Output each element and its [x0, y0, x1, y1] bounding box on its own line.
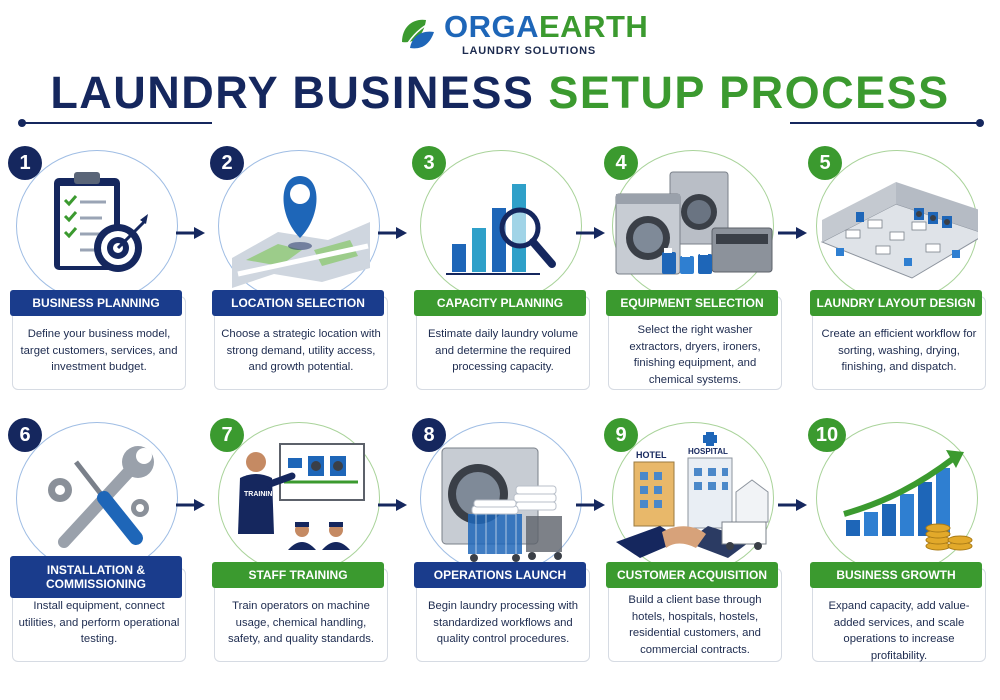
page-title-part2: SETUP PROCESS [548, 67, 950, 118]
title-divider-right [790, 119, 984, 127]
step-9-customer-acquisition: 9 HOTEL HOSPITAL CUSTOMER ACQUISITION Bu… [604, 418, 786, 686]
step-5-laundry-layout-design: 5 LAUNDRY LAYOUT DESIGN Create an effici… [808, 146, 990, 414]
step-2-description: Choose a strategic location with strong … [221, 328, 381, 373]
step-10-business-growth: 10 BUSINESS GROWTH Expand capacity, add … [808, 418, 990, 686]
step-2-location-selection: 2 LOCATION SELECTION Choose a strategic … [210, 146, 392, 414]
brand-name-orga: ORGA [444, 9, 539, 44]
step-5-label: LAUNDRY LAYOUT DESIGN [810, 290, 982, 316]
step-8-operations-launch: 8 OPERATIONS LAUNCH Begin laundry proces… [412, 418, 594, 686]
washer-linen-cart-icon [441, 447, 562, 562]
page-title: LAUNDRY BUSINESS SETUP PROCESS [0, 66, 1000, 120]
step-3-label: CAPACITY PLANNING [414, 290, 586, 316]
page-title-part1: LAUNDRY BUSINESS [50, 67, 535, 118]
step-7-label: STAFF TRAINING [212, 562, 384, 588]
step-5-number: 5 [808, 146, 842, 180]
handshake-buildings-icon: HOTEL HOSPITAL [616, 432, 769, 558]
step-6-description: Install equipment, connect utilities, an… [18, 600, 180, 645]
step-10-number: 10 [808, 418, 846, 452]
map-pin-icon [232, 176, 370, 288]
step-9-label: CUSTOMER ACQUISITION [606, 562, 778, 588]
hotel-sign: HOTEL [636, 450, 667, 460]
arrow-right-icon [176, 499, 205, 511]
leaf-logo-icon [402, 19, 434, 51]
washing-machines-icon [615, 171, 773, 275]
arrow-right-icon [778, 499, 807, 511]
arrow-right-icon [778, 227, 807, 239]
step-1-business-planning: 1 BUSINESS PLANNING Define your business… [8, 146, 190, 414]
step-4-equipment-selection: 4 EQUIPMENT SELECTION Select the right w… [604, 146, 786, 414]
step-8-label: OPERATIONS LAUNCH [414, 562, 586, 588]
clipboard-target-icon [54, 172, 148, 272]
trainer-shirt-text: TRAINING [244, 491, 278, 498]
step-1-number: 1 [8, 146, 42, 180]
step-7-staff-training: 7 TRAINING STAFF TRAINING Train operator… [210, 418, 392, 686]
step-3-capacity-planning: 3 CAPACITY PLANNING Estimate daily laund… [412, 146, 594, 414]
growth-chart-coins-icon [843, 450, 973, 551]
arrow-right-icon [176, 227, 205, 239]
step-7-description: Train operators on machine usage, chemic… [227, 600, 375, 645]
brand-name: ORGAEARTH [444, 10, 648, 44]
brand-logo: ORGAEARTH LAUNDRY SOLUTIONS [0, 8, 1000, 60]
step-1-label: BUSINESS PLANNING [10, 290, 182, 316]
wrench-screwdriver-icon [48, 446, 154, 548]
step-2-label: LOCATION SELECTION [212, 290, 384, 316]
step-5-description: Create an efficient workflow for sorting… [821, 328, 977, 373]
trainer-board-icon: TRAINING [238, 443, 365, 550]
arrow-right-icon [576, 227, 605, 239]
step-7-number: 7 [210, 418, 244, 452]
step-4-number: 4 [604, 146, 638, 180]
step-3-description: Estimate daily laundry volume and determ… [427, 328, 579, 373]
brand-subtitle: LAUNDRY SOLUTIONS [462, 45, 596, 57]
step-3-number: 3 [412, 146, 446, 180]
step-2-number: 2 [210, 146, 244, 180]
bar-chart-magnifier-icon [446, 184, 556, 275]
step-1-description: Define your business model, target custo… [20, 328, 178, 373]
arrow-right-icon [378, 499, 407, 511]
step-6-number: 6 [8, 418, 42, 452]
hospital-sign: HOSPITAL [688, 447, 728, 456]
step-8-description: Begin laundry processing with standardiz… [427, 600, 579, 645]
brand-name-earth: EARTH [539, 9, 649, 44]
step-10-label: BUSINESS GROWTH [810, 562, 982, 588]
arrow-right-icon [576, 499, 605, 511]
step-4-label: EQUIPMENT SELECTION [606, 290, 778, 316]
step-10-description: Expand capacity, add value-added service… [828, 600, 970, 662]
step-4-description: Select the right washer extractors, drye… [629, 324, 761, 386]
step-9-number: 9 [604, 418, 638, 452]
floor-plan-icon [820, 182, 978, 279]
arrow-right-icon [378, 227, 407, 239]
title-divider-left [18, 119, 212, 127]
step-6-label: INSTALLATION & COMMISSIONING [10, 556, 182, 598]
step-9-description: Build a client base through hotels, hosp… [628, 594, 762, 656]
step-6-installation-commissioning: 6 INSTALLATION & COMMISSIONING Install e… [8, 418, 190, 686]
step-8-number: 8 [412, 418, 446, 452]
